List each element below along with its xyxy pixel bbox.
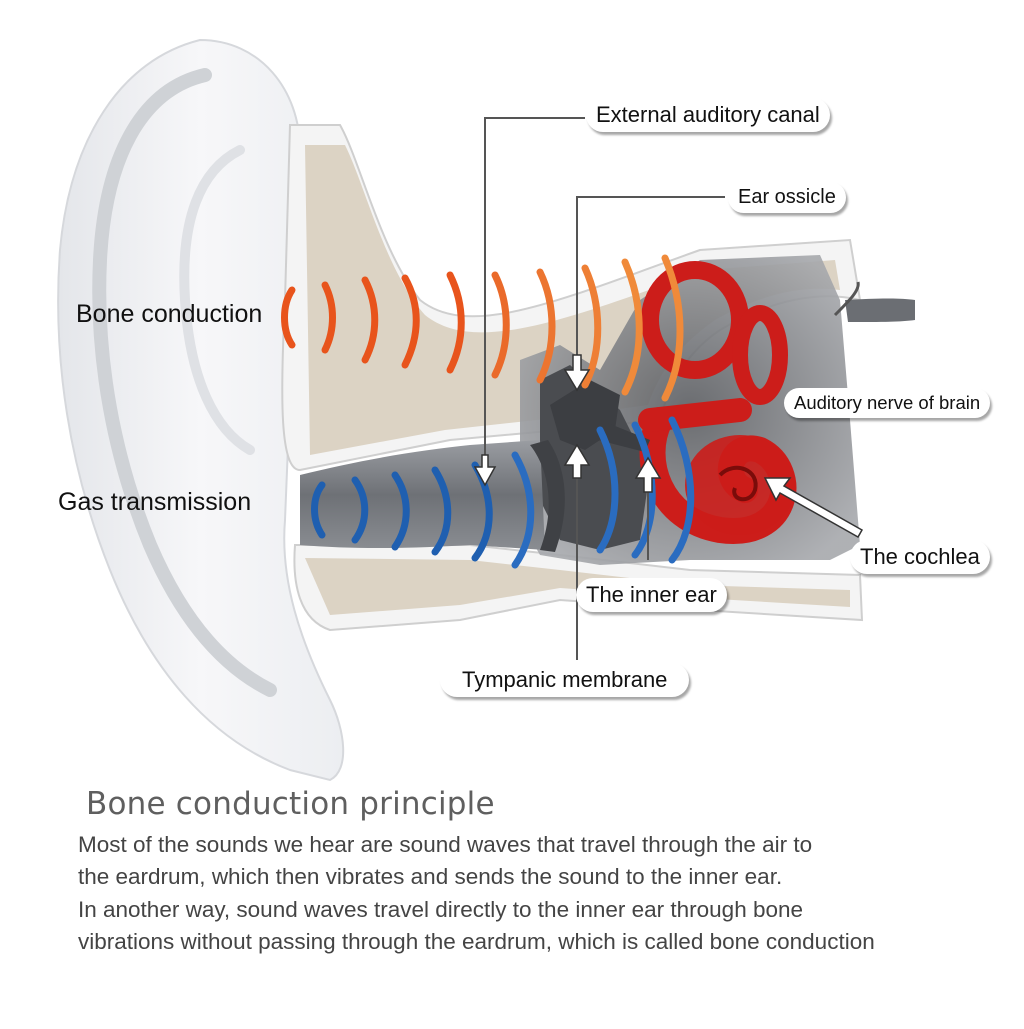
auricle xyxy=(57,38,345,782)
caption-line-1: Most of the sounds we hear are sound wav… xyxy=(78,832,813,857)
label-auditory-nerve-text: Auditory nerve of brain xyxy=(794,392,981,413)
cable xyxy=(845,298,915,322)
cochlea-fill xyxy=(685,435,795,535)
cable-tip xyxy=(833,281,860,317)
pointer-arrows xyxy=(473,354,864,539)
label-gas-transmission: Gas transmission xyxy=(58,488,252,516)
label-external-auditory-canal-text: External auditory canal xyxy=(596,102,820,127)
label-ear-ossicle-text: Ear ossicle xyxy=(738,186,836,208)
label-auditory-nerve: Auditory nerve of brain xyxy=(784,388,991,418)
label-ear-ossicle: Ear ossicle xyxy=(728,182,846,213)
label-cochlea-text: The cochlea xyxy=(860,544,980,569)
eardrum xyxy=(530,440,565,552)
label-tympanic-membrane-text: Tympanic membrane xyxy=(462,667,668,692)
label-tympanic-membrane: Tympanic membrane xyxy=(440,663,690,697)
label-cochlea: The cochlea xyxy=(850,540,990,574)
label-bone-conduction: Bone conduction xyxy=(76,300,263,328)
gas-waves xyxy=(311,416,695,569)
label-inner-ear-text: The inner ear xyxy=(586,582,717,607)
caption-line-4: vibrations without passing through the e… xyxy=(78,929,875,954)
label-external-auditory-canal: External auditory canal xyxy=(586,98,830,132)
leader-lines xyxy=(484,117,861,660)
caption-title: Bone conduction principle xyxy=(86,786,495,822)
label-inner-ear: The inner ear xyxy=(576,578,727,612)
bone-waves xyxy=(281,254,684,402)
caption-line-3: In another way, sound waves travel direc… xyxy=(78,897,804,922)
caption-line-2: the eardrum, which then vibrates and sen… xyxy=(78,864,783,889)
